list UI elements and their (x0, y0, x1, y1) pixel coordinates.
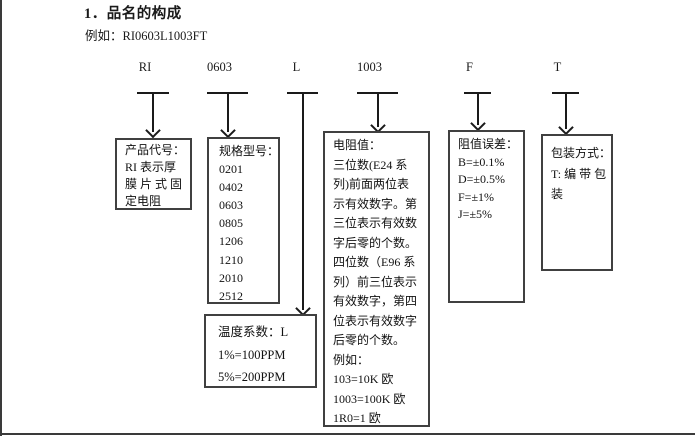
arrow-stem (301, 92, 304, 310)
down-arrow-0603 (207, 92, 248, 139)
box-line: 示有效数字。第 (333, 196, 418, 211)
down-arrow-l (287, 92, 318, 317)
tolerance-box: 阻值误差： B=±0.1% D=±0.5% F=±1% J=±5% (448, 130, 525, 303)
box-line: T: 编 带 包 (551, 166, 607, 181)
box-line: 四位数（E96 系 (333, 255, 416, 269)
box-line: 装 (551, 187, 564, 201)
down-arrow-t (552, 92, 579, 136)
page-border-left (0, 0, 2, 436)
box-line: 定电阻 (125, 194, 162, 208)
box-line: 0201 (219, 162, 243, 177)
box-line: 电阻值： (333, 138, 382, 152)
box-line: 字后零的个数。 (333, 235, 418, 250)
arrow-head-icon (469, 115, 486, 132)
box-line: 5%=200PPM (218, 370, 286, 384)
box-line: 包装方式： (551, 146, 612, 160)
down-arrow-f (464, 92, 491, 132)
box-line: 103=10K 欧 (333, 372, 394, 386)
box-line: J=±5% (458, 207, 493, 221)
arrow-stem (476, 92, 479, 125)
code-label-1003: 1003 (357, 60, 382, 74)
code-label-f: F (466, 60, 473, 74)
box-line: 位表示有效数字 (333, 313, 418, 328)
arrow-stem (564, 92, 567, 129)
box-line: 三位表示有效数 (333, 216, 418, 230)
resistance-value-box: 电阻值： 三位数(E24 系 列)前面两位表 示有效数字。第 三位表示有效数 字… (323, 131, 430, 427)
box-line: 阻值误差： (458, 137, 519, 151)
box-line: 例如： (333, 352, 370, 367)
box-line: 2010 (219, 270, 243, 285)
box-line: 1003=100K 欧 (333, 391, 406, 406)
box-line: 0402 (219, 180, 243, 195)
box-line: F=±1% (458, 189, 495, 204)
section-title: 1．品名的构成 (84, 6, 182, 22)
arrow-head-icon (219, 122, 236, 139)
box-line: 1%=100PPM (218, 347, 286, 362)
code-label-0603: 0603 (207, 60, 232, 74)
arrow-head-icon (145, 122, 161, 139)
box-line: 膜 片 式 固 (125, 177, 183, 191)
down-arrow-ri (137, 92, 169, 139)
page-border-bottom (0, 433, 695, 435)
code-label-l: L (292, 60, 301, 74)
packaging-box: 包装方式： T: 编 带 包 装 (541, 134, 613, 271)
example-part-number: 例如：RI0603L1003FT (85, 29, 208, 43)
box-line: 0603 (219, 198, 243, 213)
box-line: 1R0=1 欧 (333, 411, 381, 425)
down-arrow-1003 (357, 92, 398, 134)
box-line: 三位数(E24 系 (333, 157, 408, 172)
box-line: RI 表示厚 (125, 160, 177, 174)
box-line: 后零的个数。 (333, 333, 406, 347)
box-line: 1210 (219, 252, 243, 267)
box-line: B=±0.1% (458, 154, 505, 169)
box-line: 0805 (219, 216, 243, 231)
temperature-coefficient-box: 温度系数：L 1%=100PPM 5%=200PPM (204, 314, 317, 388)
arrow-head-icon (557, 119, 574, 136)
box-line: D=±0.5% (458, 172, 506, 186)
arrow-stem (376, 92, 379, 127)
code-label-ri: RI (138, 60, 152, 74)
code-label-t: T (553, 60, 562, 74)
box-line: 1206 (219, 234, 243, 249)
arrow-stem (226, 92, 229, 132)
box-line: 产品代号： (125, 143, 186, 157)
box-line: 有效数字，第四 (333, 294, 418, 308)
box-line: 温度系数：L (218, 325, 289, 339)
spec-model-box: 规格型号： 0201 0402 0603 0805 1206 1210 2010… (207, 137, 280, 304)
product-code-box: 产品代号： RI 表示厚 膜 片 式 固 定电阻 (115, 138, 192, 210)
box-line: 2512 (219, 288, 243, 303)
box-line: 规格型号： (219, 144, 280, 158)
box-line: 列）前三位表示 (333, 274, 418, 289)
box-line: 列)前面两位表 (333, 177, 409, 191)
arrow-stem (152, 92, 154, 132)
